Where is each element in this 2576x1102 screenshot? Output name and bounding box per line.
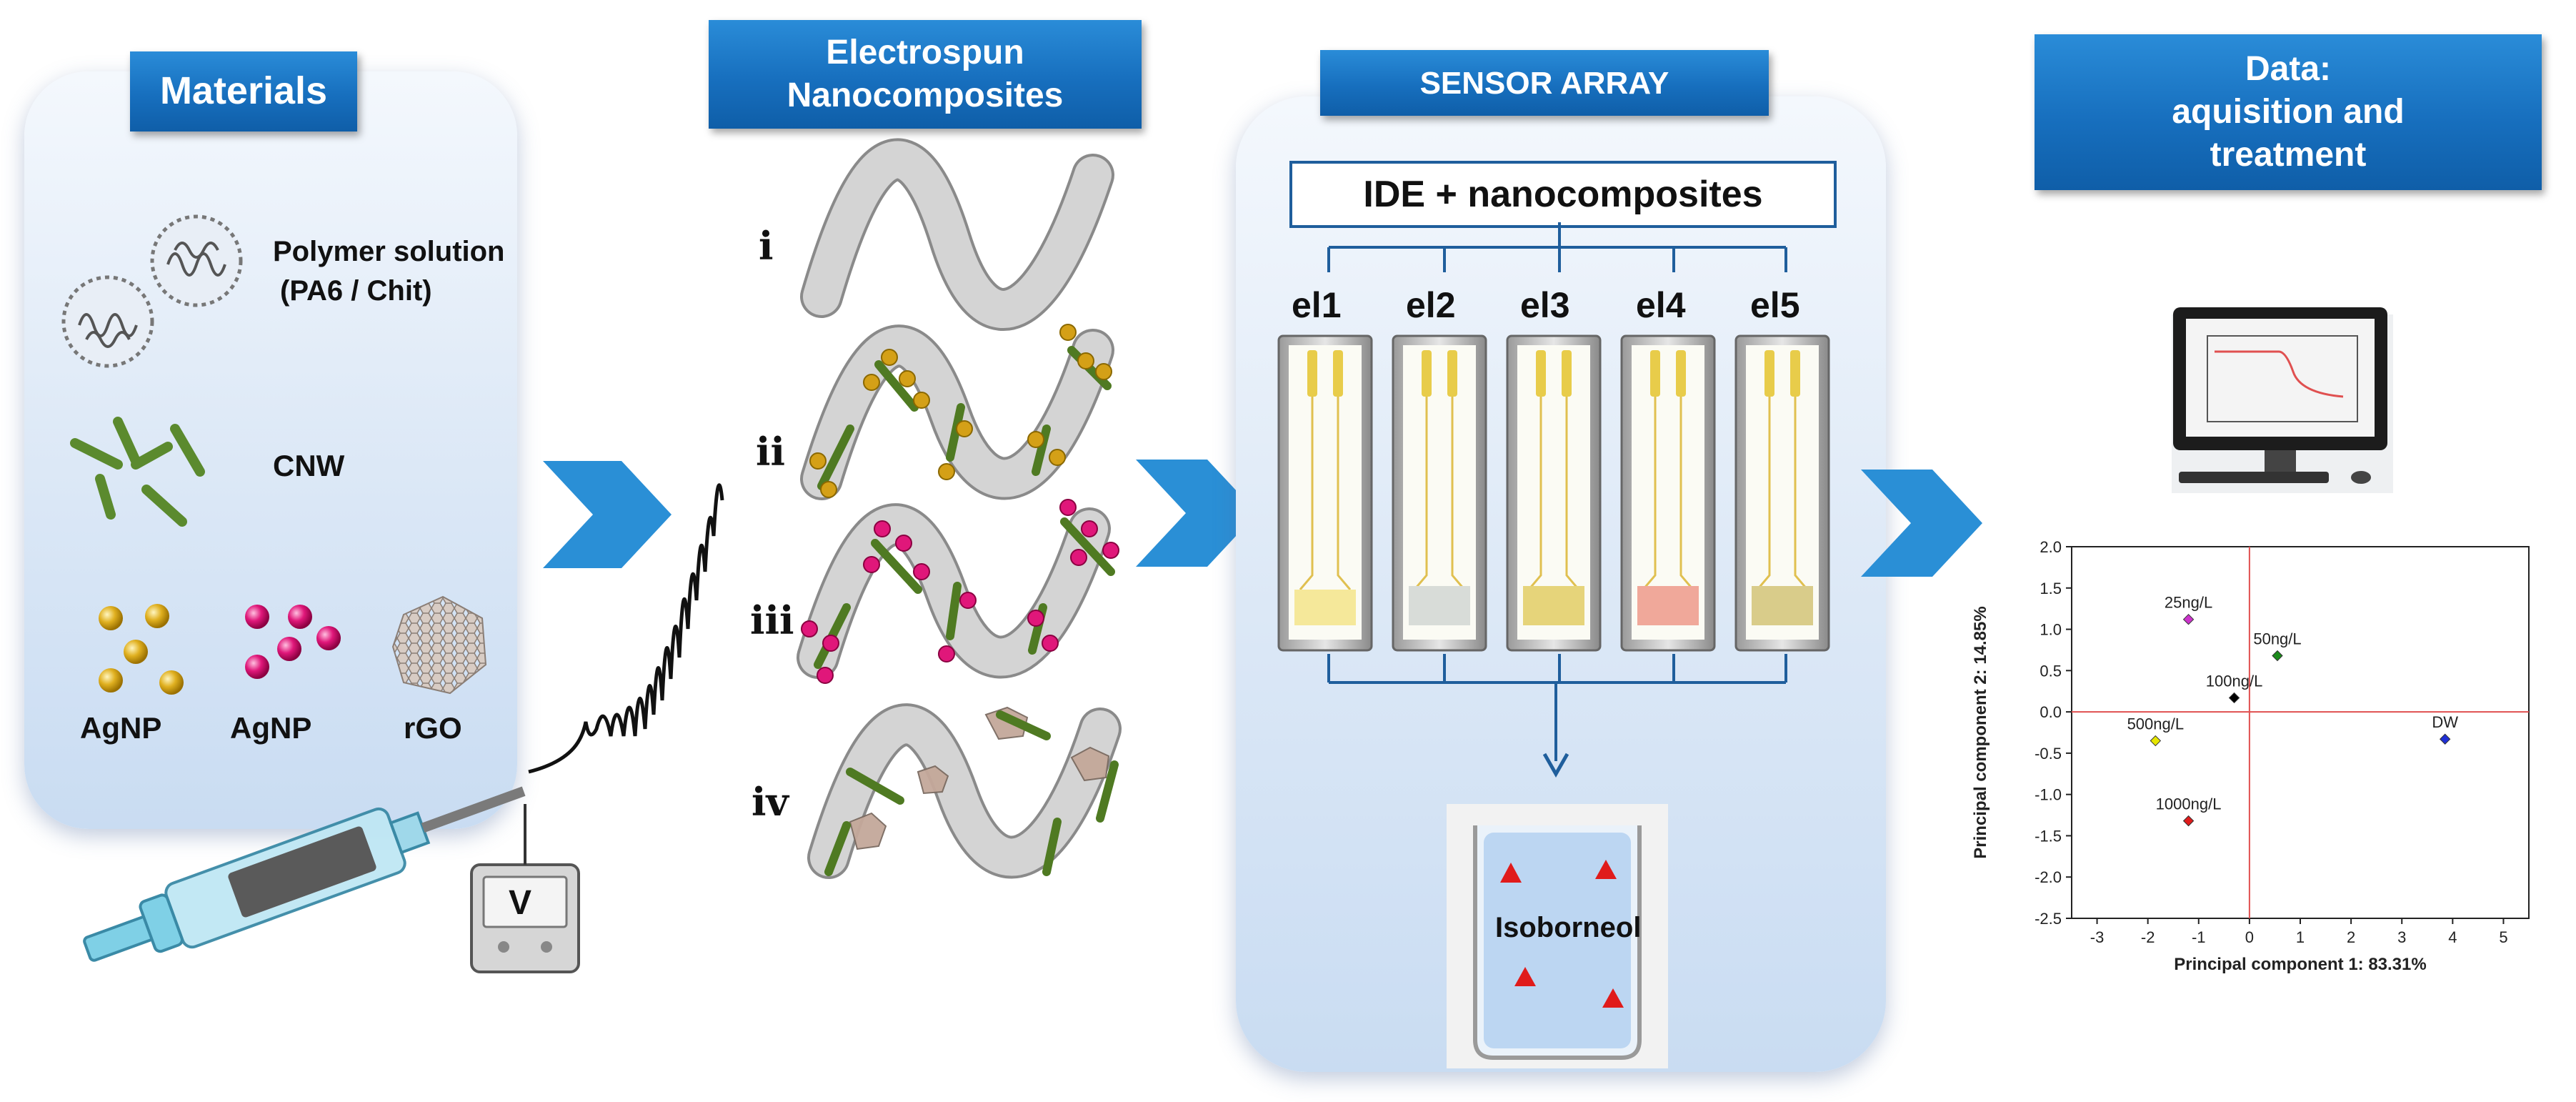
y-tick-label: 1.0: [2040, 621, 2062, 639]
voltmeter-label: V: [509, 884, 532, 922]
y-tick-label: -0.5: [2035, 745, 2062, 763]
y-tick-label: 0.5: [2040, 662, 2062, 680]
polymer-coil-icon: [150, 214, 243, 307]
electrode-label-el4: el4: [1636, 285, 1686, 325]
sensor-title: SENSOR ARRAY: [1320, 50, 1769, 116]
data-point: [2228, 692, 2240, 704]
data-point-label: DW: [2432, 713, 2458, 731]
x-tick-label: 1: [2296, 928, 2305, 946]
fiber-cnw-rgo: [807, 703, 1122, 879]
y-axis-label: Principal component 2: 14.85%: [1971, 606, 1990, 858]
chevron-right-icon: [1861, 470, 1982, 577]
voltmeter-icon: [470, 804, 580, 973]
materials-title: Materials: [130, 51, 357, 131]
data-point-label: 500ng/L: [2127, 715, 2185, 733]
data-point: [2272, 650, 2283, 662]
polymer-coil-icon: [61, 275, 154, 368]
x-tick-label: 5: [2499, 928, 2507, 946]
x-tick-label: -3: [2090, 928, 2105, 946]
fiber-plain: [800, 138, 1114, 331]
electrode-label-el2: el2: [1406, 285, 1456, 325]
x-tick-label: -2: [2141, 928, 2155, 946]
electrode-chips: [1277, 334, 1830, 652]
rgo-sheet-icon: [391, 595, 487, 695]
y-tick-label: -1.5: [2035, 827, 2062, 845]
cnw-rods-icon: [70, 417, 205, 527]
data-point-label: 50ng/L: [2253, 630, 2301, 648]
y-tick-label: 1.5: [2040, 580, 2062, 597]
gold-agnp-icon: [99, 604, 184, 695]
syringe-icon: [83, 786, 526, 962]
pca-score-chart: -3 -2 -1 0 1 2 3 4 5 -2.5 -2.0 -1.5 -1.0 -0.5 0.0 0.5 1.…: [1971, 538, 2530, 974]
fiber-cnw-gold: [800, 324, 1114, 500]
x-tick-label: 3: [2397, 928, 2406, 946]
y-tick-label: -2.0: [2035, 868, 2062, 886]
beaker-label: Isoborneol: [1495, 912, 1642, 943]
data-title: Data: aquisition and treatment: [2035, 34, 2542, 190]
y-tick-label: 0.0: [2040, 703, 2062, 721]
ide-box: IDE + nanocomposites: [1289, 161, 1837, 228]
data-point: [2182, 613, 2195, 625]
y-tick-label: -1.0: [2035, 786, 2062, 804]
data-point-label: 100ng/L: [2206, 672, 2263, 690]
data-point: [2182, 815, 2195, 827]
chevron-right-icon: [1136, 460, 1257, 567]
connector-tree-bottom: [1327, 654, 1787, 778]
polymer-label-line1: Polymer solution: [273, 236, 505, 267]
fiber-label-iii: iii: [750, 597, 794, 643]
y-tick-label: 2.0: [2040, 538, 2062, 556]
computer-monitor-icon: [2172, 307, 2393, 493]
cnw-label: CNW: [273, 449, 345, 482]
connector-tree-top: [1327, 222, 1787, 272]
electrospun-title: Electrospun Nanocomposites: [709, 20, 1142, 129]
x-axis-label: Principal component 1: 83.31%: [2174, 955, 2426, 974]
electrospinning-jet: [528, 483, 724, 774]
fiber-cnw-pink: [797, 499, 1119, 684]
rgo-label: rGO: [404, 711, 462, 745]
agnp-pink-label: AgNP: [230, 711, 312, 745]
x-tick-label: 0: [2245, 928, 2254, 946]
fiber-label-ii: ii: [756, 429, 786, 475]
materials-panel: [24, 71, 517, 829]
electrode-label-el5: el5: [1750, 285, 1800, 325]
polymer-label-line2: (PA6 / Chit): [280, 275, 432, 307]
data-point-label: 25ng/L: [2165, 594, 2212, 612]
x-tick-label: 2: [2347, 928, 2355, 946]
x-tick-label: -1: [2192, 928, 2206, 946]
agnp-gold-label: AgNP: [80, 711, 162, 745]
pink-agnp-icon: [245, 605, 341, 679]
data-point: [2150, 735, 2162, 747]
data-point-label: 1000ng/L: [2156, 795, 2222, 813]
x-tick-label: 4: [2448, 928, 2457, 946]
fiber-label-iv: iv: [752, 779, 789, 825]
beaker-icon: [1447, 804, 1668, 1068]
data-point: [2439, 733, 2451, 745]
y-tick-label: -2.5: [2035, 910, 2062, 928]
electrode-label-el3: el3: [1520, 285, 1570, 325]
chevron-right-icon: [543, 461, 672, 568]
fiber-label-i: i: [759, 223, 774, 269]
electrode-label-el1: el1: [1292, 285, 1342, 325]
